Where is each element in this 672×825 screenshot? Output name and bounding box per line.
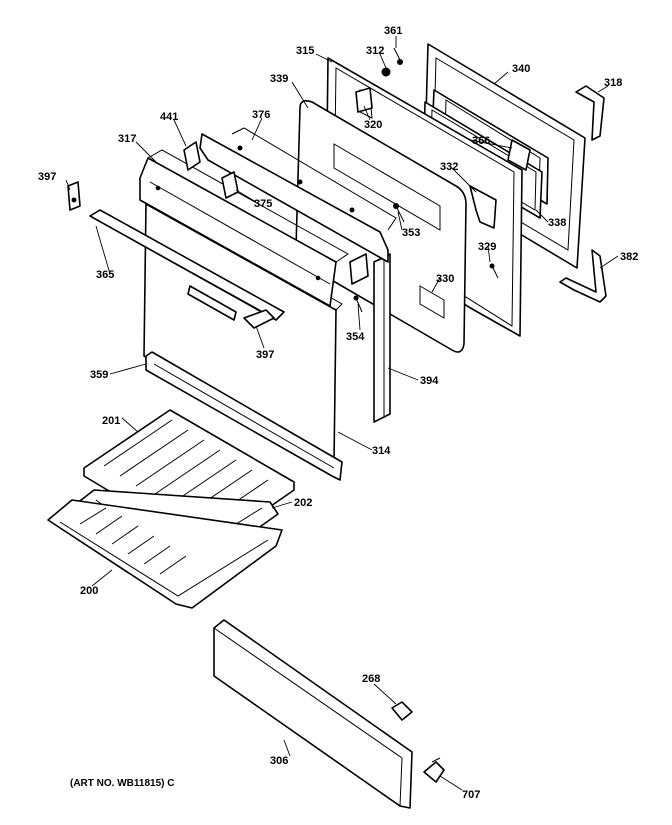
label-317: 317 bbox=[118, 133, 136, 145]
clip-397-door bbox=[243, 309, 275, 329]
part-labels: 361 312 315 340 318 339 320 441 376 317 … bbox=[38, 25, 638, 801]
gasket-318 bbox=[575, 85, 605, 141]
latch-332 bbox=[469, 185, 497, 229]
bottom-trim-359 bbox=[145, 351, 343, 481]
label-366: 366 bbox=[472, 135, 490, 147]
slide-707 bbox=[423, 757, 445, 783]
label-361: 361 bbox=[384, 25, 402, 37]
oven-rack-200 bbox=[47, 499, 283, 609]
hinge-bracket-441 bbox=[183, 141, 201, 171]
label-306: 306 bbox=[270, 755, 288, 767]
clip-397-left bbox=[67, 181, 81, 211]
bracket-375 bbox=[221, 171, 239, 199]
label-359: 359 bbox=[90, 369, 108, 381]
screw-361 bbox=[393, 47, 403, 65]
hinge-block-320 bbox=[355, 87, 373, 113]
label-397-door: 397 bbox=[256, 349, 274, 361]
label-707: 707 bbox=[462, 789, 480, 801]
label-394: 394 bbox=[420, 375, 439, 387]
label-338: 338 bbox=[548, 217, 566, 229]
label-375: 375 bbox=[254, 198, 272, 210]
label-365: 365 bbox=[96, 269, 114, 281]
label-268: 268 bbox=[362, 673, 380, 685]
wire-382 bbox=[559, 249, 607, 303]
label-320: 320 bbox=[364, 119, 382, 131]
drawer-bracket-268 bbox=[391, 701, 413, 721]
door-handle-365 bbox=[89, 209, 285, 321]
label-201: 201 bbox=[102, 415, 120, 427]
label-332: 332 bbox=[440, 161, 458, 173]
nut-312 bbox=[381, 67, 391, 77]
door-channel-376 bbox=[199, 127, 397, 263]
door-side-rail-394 bbox=[373, 253, 391, 423]
label-397-left: 397 bbox=[38, 171, 56, 183]
label-339: 339 bbox=[270, 73, 288, 85]
bracket-366 bbox=[507, 139, 531, 171]
label-330: 330 bbox=[436, 273, 454, 285]
screw-354 bbox=[353, 295, 363, 313]
screw-353 bbox=[393, 203, 405, 223]
label-315: 315 bbox=[296, 45, 314, 57]
label-329: 329 bbox=[478, 241, 496, 253]
label-353: 353 bbox=[402, 227, 420, 239]
label-318: 318 bbox=[604, 77, 622, 89]
drawer-panel-306 bbox=[213, 619, 413, 809]
label-354: 354 bbox=[346, 331, 365, 343]
label-314: 314 bbox=[372, 445, 391, 457]
label-376: 376 bbox=[252, 109, 270, 121]
art-number: (ART NO. WB11815) C bbox=[70, 778, 174, 789]
panel-trim-317 bbox=[139, 149, 349, 307]
label-312: 312 bbox=[366, 45, 384, 57]
hinge-bracket-right bbox=[349, 253, 369, 285]
label-340: 340 bbox=[512, 63, 530, 75]
label-202: 202 bbox=[294, 497, 312, 509]
label-382: 382 bbox=[620, 251, 638, 263]
label-441: 441 bbox=[160, 111, 178, 123]
leader-lines bbox=[65, 36, 619, 791]
label-200: 200 bbox=[80, 585, 98, 597]
screw-329 bbox=[489, 263, 499, 279]
